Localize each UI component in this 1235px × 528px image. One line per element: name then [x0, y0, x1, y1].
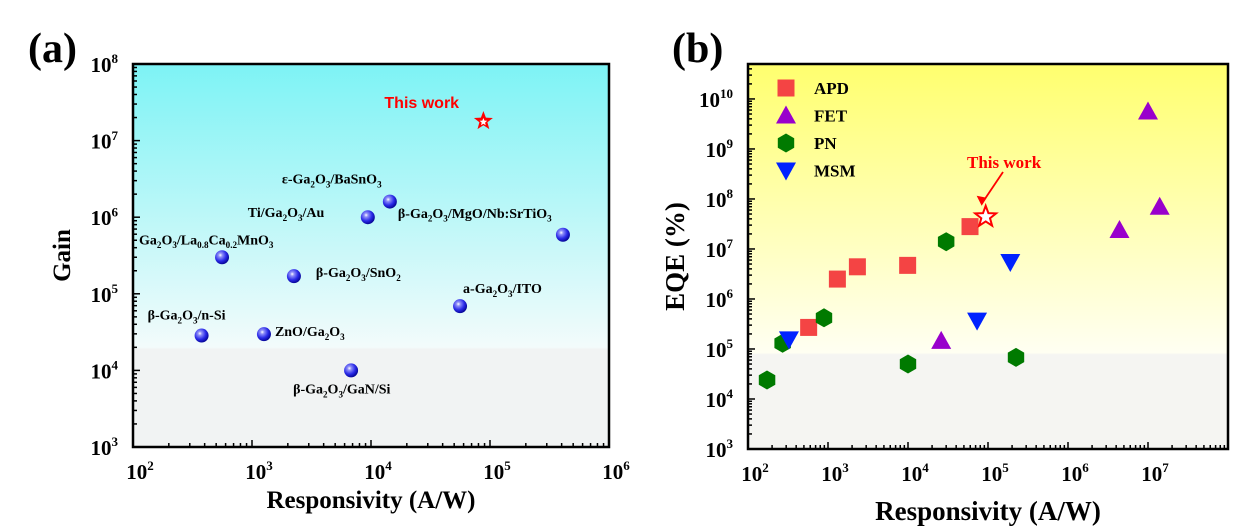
data-point — [453, 299, 468, 314]
square-marker — [961, 218, 979, 236]
y-tick-label: 107 — [90, 128, 118, 154]
plot-background — [133, 64, 609, 447]
y-axis-label: Gain — [49, 229, 76, 282]
square-marker — [848, 258, 866, 276]
y-tick-label: 109 — [705, 136, 733, 162]
legend-label-pn: PN — [814, 134, 837, 153]
x-tick-label: 105 — [483, 458, 511, 484]
y-tick-label: 105 — [90, 281, 118, 307]
legend-label-fet: FET — [814, 107, 848, 126]
square-marker — [800, 318, 818, 336]
x-tick-label: 102 — [741, 460, 769, 486]
hexagon-marker — [758, 370, 776, 390]
y-tick-label: 106 — [90, 204, 118, 230]
x-tick-label: 103 — [821, 460, 849, 486]
triangle-down-marker — [778, 331, 799, 350]
hexagon-marker — [937, 232, 955, 252]
x-tick-label: 106 — [602, 458, 630, 484]
y-tick-label: 108 — [90, 51, 118, 77]
x-tick-label: 105 — [981, 460, 1009, 486]
point-label: ε-Ga2​O3​/BaSnO3​ — [282, 173, 382, 190]
x-tick-label: 107 — [1141, 460, 1169, 486]
data-point — [215, 250, 230, 265]
panel-label: (a) — [28, 26, 77, 72]
y-tick-label: 103 — [90, 434, 118, 460]
y-tick-label: 103 — [705, 436, 733, 462]
hexagon-marker — [777, 133, 795, 153]
x-axis-label: Responsivity (A/W) — [875, 496, 1101, 526]
point-label: a-Ga2​O3​/ITO — [463, 282, 542, 299]
triangle-up-marker — [1138, 101, 1158, 120]
point-label: ZnO/Ga2​O3​ — [275, 325, 345, 342]
panel-label: (b) — [672, 26, 723, 72]
data-point — [194, 328, 209, 343]
data-point — [382, 194, 397, 209]
plot-frame — [131, 62, 611, 449]
series-msm — [778, 253, 1021, 350]
hexagon-marker — [899, 354, 917, 374]
chart-b: 102 103 104 105 106 107 103 104 105 106 107 108 109 1… — [660, 26, 1230, 526]
this-work-star-center — [479, 118, 488, 126]
x-tick-label: 104 — [364, 458, 392, 484]
triangle-up-marker — [1149, 196, 1170, 215]
y-tick-label: 106 — [705, 286, 733, 312]
x-tick-label: 104 — [901, 460, 929, 486]
x-tick-label: 103 — [245, 458, 273, 484]
point-label: β-Ga2​O3​/MgO/Nb:SrTiO3​ — [398, 207, 552, 224]
square-marker — [777, 79, 795, 97]
legend-label-msm: MSM — [814, 162, 856, 181]
triangle-up-marker — [1109, 219, 1130, 238]
data-point — [256, 327, 271, 342]
point-label: β-Ga2​O3​/GaN/Si — [293, 382, 390, 399]
hexagon-marker — [1007, 347, 1025, 367]
data-point — [286, 269, 301, 284]
chart-a: 102 103 104 105 106 103 104 105 106 107 108Respons… — [28, 26, 630, 514]
this-work-label: This work — [967, 153, 1042, 172]
legend: APD FET PN MSM — [776, 79, 856, 181]
y-tick-label: 107 — [705, 236, 733, 262]
x-tick-label: 106 — [1061, 460, 1089, 486]
y-tick-label: 104 — [705, 386, 733, 412]
y-tick-label: 105 — [705, 336, 733, 362]
point-label: β-Ga2​O3​/n-Si — [148, 309, 226, 326]
triangle-down-marker — [967, 312, 988, 331]
this-work-label: This work — [384, 95, 459, 112]
hexagon-marker — [815, 308, 833, 328]
x-tick-label: 102 — [126, 458, 154, 484]
y-tick-label: 104 — [90, 358, 118, 384]
series-fet — [931, 101, 1170, 349]
data-point — [344, 363, 359, 378]
point-label: β-Ga2​O3​/SnO2​ — [316, 266, 401, 283]
y-axis-label: EQE (%) — [660, 202, 690, 311]
plot-frame — [746, 62, 1230, 451]
this-work-star — [972, 202, 999, 229]
this-work-arrowhead — [976, 195, 987, 206]
triangle-up-marker — [776, 105, 796, 124]
data-point — [555, 227, 570, 242]
triangle-down-marker — [1000, 253, 1021, 272]
y-tick-label: 1010 — [699, 86, 734, 112]
square-marker — [828, 270, 846, 288]
triangle-down-marker — [776, 162, 796, 181]
plot-background — [748, 64, 1228, 449]
x-axis-label: Responsivity (A/W) — [266, 487, 475, 514]
square-marker — [899, 256, 917, 274]
y-tick-label: 108 — [705, 186, 733, 212]
point-label: Ti/Ga2​O3​/Au — [248, 206, 325, 223]
data-point — [360, 210, 375, 225]
series-apd — [800, 218, 979, 336]
point-label: Ga2​O3​/La0.8​Ca0.2​MnO3​ — [139, 233, 274, 250]
triangle-up-marker — [931, 330, 952, 349]
legend-label-apd: APD — [814, 79, 849, 98]
